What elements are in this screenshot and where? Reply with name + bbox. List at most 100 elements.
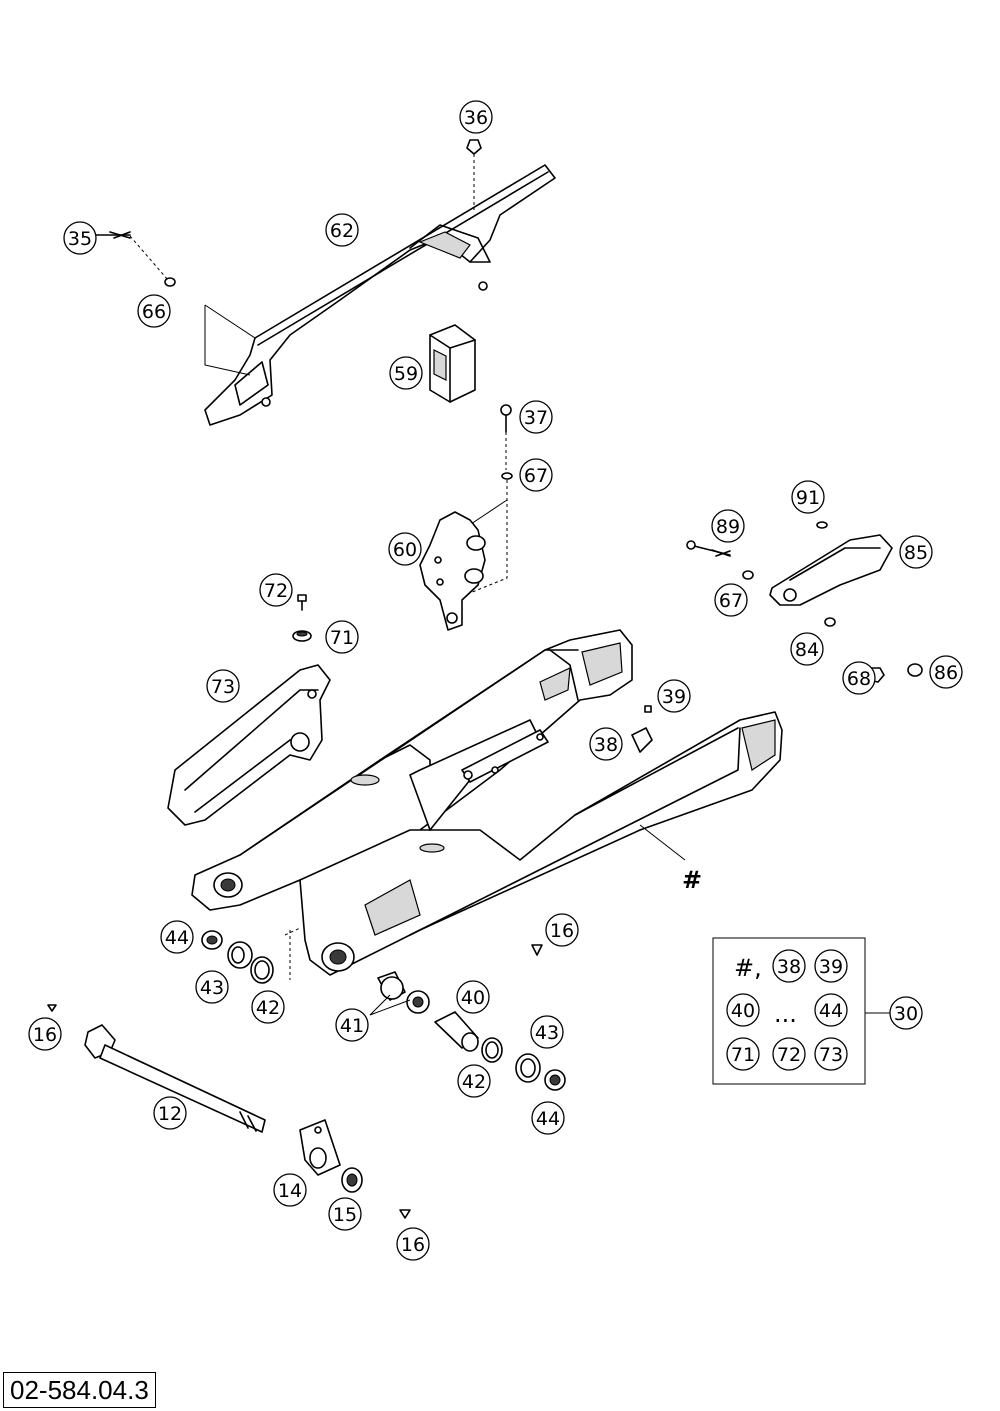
svg-text:66: 66 — [142, 301, 166, 323]
callout-67: 67 — [714, 583, 748, 617]
nut-15-part — [341, 1167, 363, 1193]
svg-text:40: 40 — [461, 987, 485, 1009]
callout-39: 39 — [657, 679, 691, 713]
kit-label-callout: 30 — [889, 996, 923, 1030]
callout-layer: 36 35 62 66 59 37 67 91 89 85 60 67 72 71 84 73 68 86 39 38… — [28, 100, 963, 1261]
callout-14: 14 — [273, 1173, 307, 1207]
svg-text:15: 15 — [333, 1204, 357, 1226]
svg-text:72: 72 — [264, 580, 288, 602]
svg-text:35: 35 — [68, 228, 92, 250]
svg-text:42: 42 — [256, 997, 280, 1019]
svg-text:62: 62 — [330, 220, 354, 242]
callout-16: 16 — [28, 1017, 62, 1051]
svg-text:71: 71 — [330, 627, 354, 649]
svg-text:39: 39 — [819, 956, 843, 978]
kit-callout-71: 71 — [726, 1037, 760, 1071]
callout-43: 43 — [530, 1015, 564, 1049]
callout-84: 84 — [790, 632, 824, 666]
chain-guide-85-part — [686, 521, 923, 683]
pivot-bearing-left-parts — [201, 927, 301, 984]
screw-72-part — [292, 594, 312, 642]
callout-71: 71 — [325, 620, 359, 654]
kit-callout-38: 38 — [772, 949, 806, 983]
swingarm-frame-part — [191, 629, 783, 976]
kit-ellipsis: ... — [774, 1000, 797, 1028]
callout-16: 16 — [545, 913, 579, 947]
callout-42: 42 — [251, 990, 285, 1024]
kit-callout-73: 73 — [814, 1037, 848, 1071]
svg-text:44: 44 — [536, 1108, 560, 1130]
svg-text:85: 85 — [904, 542, 928, 564]
svg-text:67: 67 — [719, 590, 743, 612]
callout-85: 85 — [899, 535, 933, 569]
adjuster-plate-14-part — [299, 1119, 341, 1176]
callout-44: 44 — [160, 920, 194, 954]
svg-text:36: 36 — [464, 107, 488, 129]
chain-slider-block-59 — [429, 324, 476, 403]
plug-16-part — [531, 944, 543, 956]
chain-slider-73-part — [167, 664, 331, 826]
svg-text:40: 40 — [731, 1000, 755, 1022]
kit-callout-44: 44 — [814, 993, 848, 1027]
svg-text:42: 42 — [462, 1071, 486, 1093]
svg-text:30: 30 — [894, 1003, 918, 1025]
callout-42: 42 — [457, 1064, 491, 1098]
callout-38: 38 — [589, 727, 623, 761]
svg-text:59: 59 — [394, 363, 418, 385]
svg-text:16: 16 — [401, 1234, 425, 1256]
callout-67: 67 — [519, 458, 553, 492]
svg-text:37: 37 — [524, 407, 548, 429]
svg-text:84: 84 — [795, 639, 819, 661]
svg-text:44: 44 — [819, 1000, 843, 1022]
document-code: 02-584.04.3 — [3, 1372, 156, 1408]
frame-marker: # — [682, 866, 702, 894]
pivot-bearing-center-parts — [369, 971, 566, 1091]
cable-clip-38-part — [631, 705, 653, 753]
callout-68: 68 — [842, 661, 876, 695]
svg-text:68: 68 — [847, 668, 871, 690]
svg-text:39: 39 — [662, 686, 686, 708]
svg-text:43: 43 — [535, 1022, 559, 1044]
callout-37: 37 — [519, 400, 553, 434]
chain-guard-part — [204, 164, 556, 426]
svg-text:14: 14 — [278, 1180, 302, 1202]
callout-41: 41 — [335, 1008, 369, 1042]
callout-40: 40 — [456, 980, 490, 1014]
callout-89: 89 — [711, 509, 745, 543]
svg-text:12: 12 — [158, 1103, 182, 1125]
callout-62: 62 — [325, 213, 359, 247]
svg-text:89: 89 — [716, 516, 740, 538]
nut-36-part — [466, 139, 482, 210]
kit-callout-40: 40 — [726, 993, 760, 1027]
washer-66-part — [164, 277, 176, 287]
callout-59: 59 — [389, 356, 423, 390]
callout-91: 91 — [791, 480, 825, 514]
callout-35: 35 — [63, 221, 97, 255]
callout-60: 60 — [388, 532, 422, 566]
svg-text:16: 16 — [550, 920, 574, 942]
callout-15: 15 — [328, 1197, 362, 1231]
svg-text:73: 73 — [211, 676, 235, 698]
svg-text:67: 67 — [524, 465, 548, 487]
callout-16: 16 — [396, 1227, 430, 1261]
plug-16-bottom-part — [399, 1209, 411, 1219]
svg-text:44: 44 — [165, 927, 189, 949]
callout-43: 43 — [195, 970, 229, 1004]
callout-86: 86 — [929, 655, 963, 689]
callout-72: 72 — [259, 573, 293, 607]
svg-text:43: 43 — [200, 977, 224, 999]
callout-12: 12 — [153, 1096, 187, 1130]
svg-text:41: 41 — [340, 1015, 364, 1037]
svg-text:38: 38 — [777, 956, 801, 978]
svg-text:71: 71 — [731, 1044, 755, 1066]
pivot-bolt-12-part — [84, 1024, 266, 1133]
callout-36: 36 — [459, 100, 493, 134]
svg-text:73: 73 — [819, 1044, 843, 1066]
svg-text:72: 72 — [777, 1044, 801, 1066]
callout-66: 66 — [137, 294, 171, 328]
kit-marker: #, — [734, 954, 762, 982]
plug-16-left-part — [47, 1004, 57, 1012]
bracket-60-part — [419, 404, 513, 631]
repair-kit-box: #, ... 38 39 40 44 71 72 73 30 — [712, 937, 923, 1085]
